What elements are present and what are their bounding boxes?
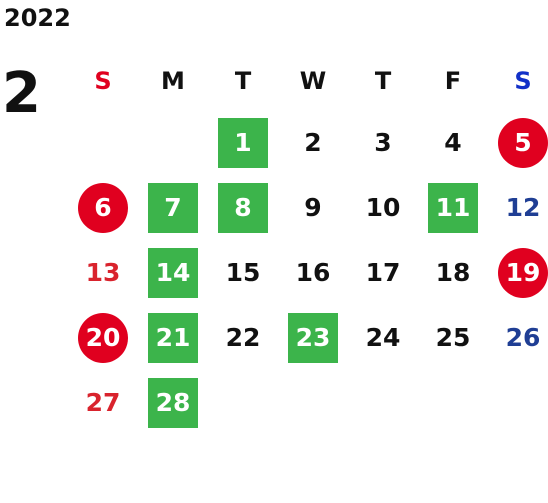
calendar-cell: 16 bbox=[278, 240, 348, 305]
calendar-cell: 18 bbox=[418, 240, 488, 305]
calendar-cell: 17 bbox=[348, 240, 418, 305]
day-26[interactable]: 26 bbox=[505, 323, 541, 352]
day-20[interactable]: 20 bbox=[78, 312, 128, 363]
day-24[interactable]: 24 bbox=[365, 323, 401, 352]
weekday-header-saturday: S bbox=[514, 67, 532, 95]
empty-day bbox=[218, 378, 268, 428]
calendar-cell: 14 bbox=[138, 240, 208, 305]
calendar-cell: 2 bbox=[278, 110, 348, 175]
calendar-cell: 24 bbox=[348, 305, 418, 370]
empty-day bbox=[288, 378, 338, 428]
day-10[interactable]: 10 bbox=[365, 193, 401, 222]
calendar-cell: 20 bbox=[68, 305, 138, 370]
weekday-header-friday: F bbox=[444, 67, 462, 95]
calendar-cell: 9 bbox=[278, 175, 348, 240]
calendar-cell: 7 bbox=[138, 175, 208, 240]
calendar-cell: 19 bbox=[488, 240, 548, 305]
calendar-cell: 27 bbox=[68, 370, 138, 435]
empty-day bbox=[148, 118, 198, 168]
calendar-month: 2 bbox=[2, 61, 41, 126]
calendar-cell bbox=[138, 110, 208, 175]
day-13[interactable]: 13 bbox=[85, 258, 121, 287]
calendar-cell bbox=[278, 370, 348, 435]
day-16[interactable]: 16 bbox=[295, 258, 331, 287]
day-9[interactable]: 9 bbox=[304, 193, 322, 222]
empty-day bbox=[78, 118, 128, 168]
calendar-cell: 22 bbox=[208, 305, 278, 370]
day-25[interactable]: 25 bbox=[435, 323, 471, 352]
weekday-header-sunday: S bbox=[94, 67, 112, 95]
calendar-cell bbox=[348, 370, 418, 435]
empty-day bbox=[358, 378, 408, 428]
calendar-cell: 15 bbox=[208, 240, 278, 305]
calendar-cell: 26 bbox=[488, 305, 548, 370]
day-8[interactable]: 8 bbox=[218, 182, 268, 233]
day-12[interactable]: 12 bbox=[505, 193, 541, 222]
day-15[interactable]: 15 bbox=[225, 258, 261, 287]
empty-day bbox=[498, 378, 548, 428]
day-5[interactable]: 5 bbox=[498, 117, 548, 168]
weekday-header-monday: M bbox=[161, 67, 185, 95]
empty-day bbox=[428, 378, 478, 428]
day-21[interactable]: 21 bbox=[148, 312, 198, 363]
day-19[interactable]: 19 bbox=[498, 247, 548, 298]
day-7[interactable]: 7 bbox=[148, 182, 198, 233]
calendar-cell: 5 bbox=[488, 110, 548, 175]
day-17[interactable]: 17 bbox=[365, 258, 401, 287]
day-18[interactable]: 18 bbox=[435, 258, 471, 287]
calendar-year: 2022 bbox=[4, 4, 71, 32]
day-1[interactable]: 1 bbox=[218, 117, 268, 168]
calendar-cell: 13 bbox=[68, 240, 138, 305]
calendar-cell: 23 bbox=[278, 305, 348, 370]
calendar-cell: 4 bbox=[418, 110, 488, 175]
calendar-cell: 12 bbox=[488, 175, 548, 240]
weekday-header-wednesday: W bbox=[299, 67, 327, 95]
day-4[interactable]: 4 bbox=[444, 128, 462, 157]
calendar-cell: 6 bbox=[68, 175, 138, 240]
weekday-header-tuesday: T bbox=[234, 67, 252, 95]
calendar-cell: 25 bbox=[418, 305, 488, 370]
day-2[interactable]: 2 bbox=[304, 128, 322, 157]
day-27[interactable]: 27 bbox=[85, 388, 121, 417]
day-11[interactable]: 11 bbox=[428, 182, 478, 233]
calendar-cell: 28 bbox=[138, 370, 208, 435]
day-22[interactable]: 22 bbox=[225, 323, 261, 352]
calendar-cell: 21 bbox=[138, 305, 208, 370]
calendar-cell bbox=[68, 110, 138, 175]
day-14[interactable]: 14 bbox=[148, 247, 198, 298]
calendar-cell bbox=[418, 370, 488, 435]
day-3[interactable]: 3 bbox=[374, 128, 392, 157]
calendar-cell: 1 bbox=[208, 110, 278, 175]
calendar-cell bbox=[488, 370, 548, 435]
weekday-header-thursday: T bbox=[374, 67, 392, 95]
calendar-cell: 8 bbox=[208, 175, 278, 240]
day-28[interactable]: 28 bbox=[148, 377, 198, 428]
calendar-cell: 10 bbox=[348, 175, 418, 240]
day-6[interactable]: 6 bbox=[78, 182, 128, 233]
day-23[interactable]: 23 bbox=[288, 312, 338, 363]
calendar-cell: 3 bbox=[348, 110, 418, 175]
calendar-cell bbox=[208, 370, 278, 435]
calendar-cell: 11 bbox=[418, 175, 488, 240]
